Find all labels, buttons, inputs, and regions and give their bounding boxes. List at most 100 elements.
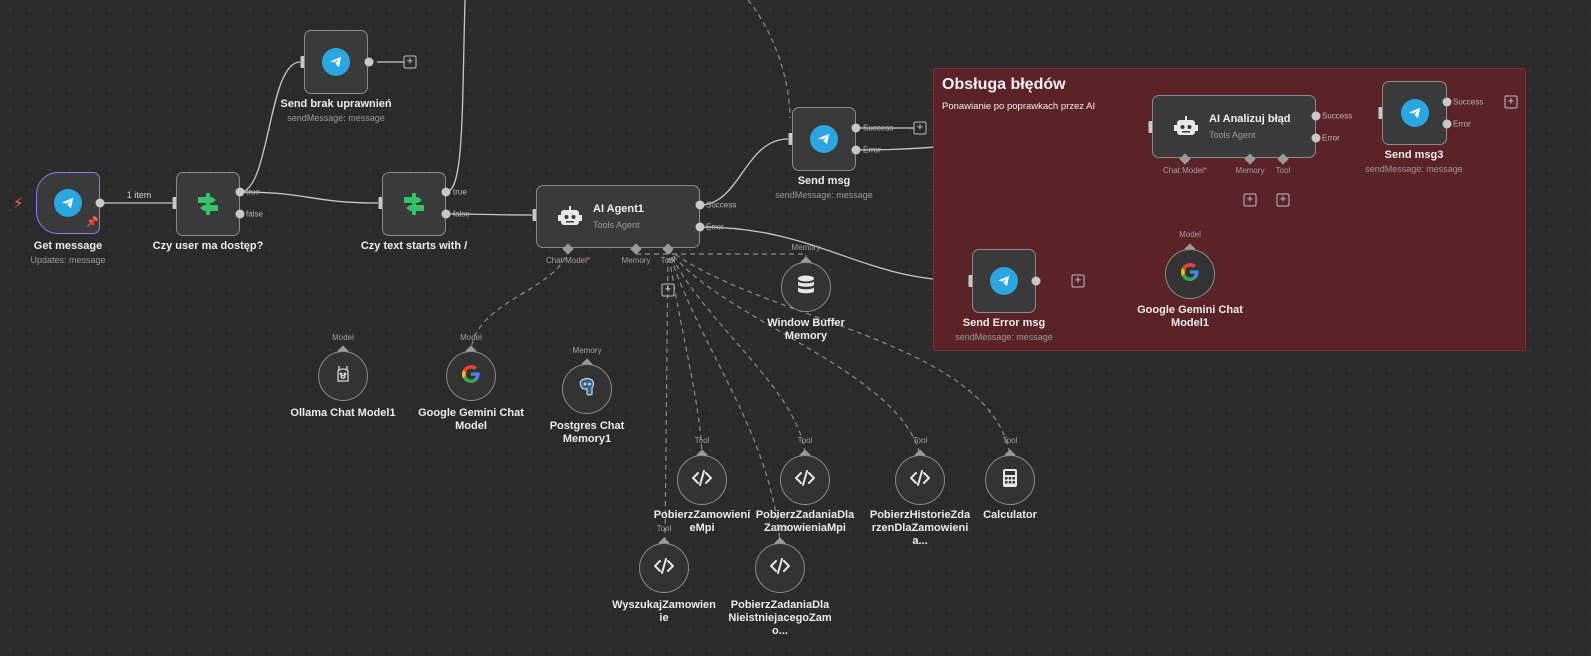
telegram-icon bbox=[54, 189, 82, 217]
telegram-icon bbox=[990, 267, 1018, 295]
node-label: Get message bbox=[33, 240, 103, 252]
sticky-subtitle: Ponawianie po poprawkach przez AI bbox=[942, 101, 1096, 112]
output-error-port[interactable] bbox=[1442, 119, 1452, 129]
telegram-icon bbox=[1400, 99, 1429, 127]
items-count-label: 1 item bbox=[126, 190, 152, 200]
output-false-port[interactable] bbox=[235, 209, 245, 219]
add-memory-button[interactable]: + bbox=[1243, 193, 1257, 207]
output-error-port[interactable] bbox=[695, 222, 705, 232]
google-icon bbox=[462, 364, 480, 388]
node-label: PobierzZadaniaDlaNieistniejacegoZamo... bbox=[728, 599, 832, 637]
node-label: Czy user ma dostęp? bbox=[152, 240, 264, 252]
node-tool-calculator[interactable] bbox=[985, 455, 1035, 505]
node-postgres[interactable] bbox=[562, 364, 612, 414]
node-send-msg[interactable] bbox=[792, 107, 856, 171]
node-sublabel: sendMessage: message bbox=[287, 113, 385, 123]
postgres-icon bbox=[577, 377, 597, 402]
input-port[interactable] bbox=[532, 209, 538, 221]
node-label: Google Gemini Chat Model1 bbox=[1137, 304, 1243, 329]
input-port[interactable] bbox=[1378, 107, 1384, 119]
output-true-port[interactable] bbox=[441, 187, 451, 197]
edge-true-up bbox=[445, 0, 466, 193]
code-icon bbox=[653, 557, 675, 579]
false-label: false bbox=[453, 209, 470, 219]
node-gemini[interactable] bbox=[446, 351, 496, 401]
output-error-port[interactable] bbox=[1311, 133, 1321, 143]
node-tool-pobierz-historie[interactable] bbox=[895, 455, 945, 505]
code-icon bbox=[691, 469, 713, 491]
node-label: Send msg3 bbox=[1384, 149, 1444, 161]
node-label: Send brak uprawnień bbox=[280, 98, 392, 110]
memory-port-label: Memory bbox=[791, 243, 821, 252]
input-port[interactable] bbox=[378, 197, 384, 209]
database-icon bbox=[797, 275, 815, 300]
calculator-icon bbox=[1003, 468, 1017, 492]
tool-port-label: Tool bbox=[656, 524, 672, 533]
input-port[interactable] bbox=[300, 56, 306, 68]
output-false-port[interactable] bbox=[441, 209, 451, 219]
node-subtitle: Tools Agent bbox=[1209, 130, 1256, 140]
node-gemini1[interactable] bbox=[1165, 249, 1215, 299]
node-ai-agent1[interactable]: AI Agent1 Tools Agent bbox=[536, 185, 700, 248]
model-port-label: Model bbox=[1179, 230, 1201, 239]
node-czy-user[interactable] bbox=[176, 172, 240, 236]
node-label: Send Error msg bbox=[962, 317, 1046, 329]
node-send-brak[interactable] bbox=[304, 30, 368, 94]
false-label: false bbox=[246, 209, 263, 219]
add-node-button[interactable]: + bbox=[1071, 274, 1085, 288]
tool-port-label: Tool bbox=[694, 436, 710, 445]
output-port[interactable] bbox=[364, 57, 374, 67]
node-label: WyszukajZamowienie bbox=[612, 599, 716, 624]
node-tool-pobierz-zamowienie[interactable] bbox=[677, 455, 727, 505]
add-tool-button[interactable]: + bbox=[661, 283, 675, 297]
node-tool-pobierz-zadania[interactable] bbox=[780, 455, 830, 505]
node-tool-pobierz-nieistniejacego[interactable] bbox=[755, 543, 805, 593]
node-ai-analizuj[interactable]: AI Analizuj błąd Tools Agent bbox=[1152, 95, 1316, 158]
error-label: Error bbox=[863, 145, 881, 155]
error-label: Error bbox=[1453, 119, 1471, 129]
output-success-port[interactable] bbox=[851, 123, 861, 133]
robot-icon bbox=[1172, 113, 1200, 141]
output-true-port[interactable] bbox=[235, 187, 245, 197]
success-label: Success bbox=[863, 123, 894, 133]
node-ollama[interactable] bbox=[318, 351, 368, 401]
success-label: Success bbox=[1322, 111, 1353, 121]
node-window-buffer[interactable] bbox=[781, 262, 831, 312]
input-port[interactable] bbox=[968, 275, 974, 287]
output-success-port[interactable] bbox=[1442, 97, 1452, 107]
output-success-port[interactable] bbox=[695, 200, 705, 210]
node-label: Ollama Chat Model1 bbox=[290, 407, 396, 419]
add-node-button[interactable]: + bbox=[913, 121, 927, 135]
output-error-port[interactable] bbox=[851, 145, 861, 155]
node-send-error[interactable] bbox=[972, 249, 1036, 313]
node-czy-text[interactable] bbox=[382, 172, 446, 236]
input-port[interactable] bbox=[172, 197, 178, 209]
memory-port-label: Memory bbox=[572, 346, 602, 355]
llama-icon bbox=[335, 365, 351, 388]
node-label: PobierzZadaniaDlaZamowieniaMpi bbox=[755, 509, 855, 534]
add-tool-button[interactable]: + bbox=[1276, 193, 1290, 207]
output-success-port[interactable] bbox=[1311, 111, 1321, 121]
success-label: Success bbox=[706, 200, 737, 210]
node-send-msg3[interactable] bbox=[1382, 81, 1447, 145]
edge-dash-tool-2 bbox=[667, 248, 703, 456]
memory-label: Memory bbox=[1235, 166, 1265, 175]
tool-port-label: Tool bbox=[912, 436, 928, 445]
edge-agent-error-to-send-error bbox=[699, 226, 969, 282]
input-port[interactable] bbox=[1148, 121, 1154, 133]
add-node-button[interactable]: + bbox=[403, 55, 417, 69]
node-sublabel: sendMessage: message bbox=[955, 332, 1053, 342]
output-port[interactable] bbox=[1031, 276, 1041, 286]
node-tool-wyszukaj[interactable] bbox=[639, 543, 689, 593]
node-label: Google Gemini Chat Model bbox=[418, 407, 524, 432]
error-label: Error bbox=[1322, 133, 1340, 143]
node-get-message[interactable]: 📌 bbox=[36, 172, 100, 234]
tool-port-label: Tool bbox=[1002, 436, 1018, 445]
tool-port-label: Tool bbox=[797, 436, 813, 445]
input-port[interactable] bbox=[788, 133, 794, 145]
node-sublabel: sendMessage: message bbox=[1365, 164, 1463, 174]
node-label: PobierzZamowienieMpi bbox=[653, 509, 751, 534]
robot-icon bbox=[556, 203, 584, 231]
add-node-button[interactable]: + bbox=[1504, 95, 1518, 109]
output-port[interactable] bbox=[95, 198, 105, 208]
